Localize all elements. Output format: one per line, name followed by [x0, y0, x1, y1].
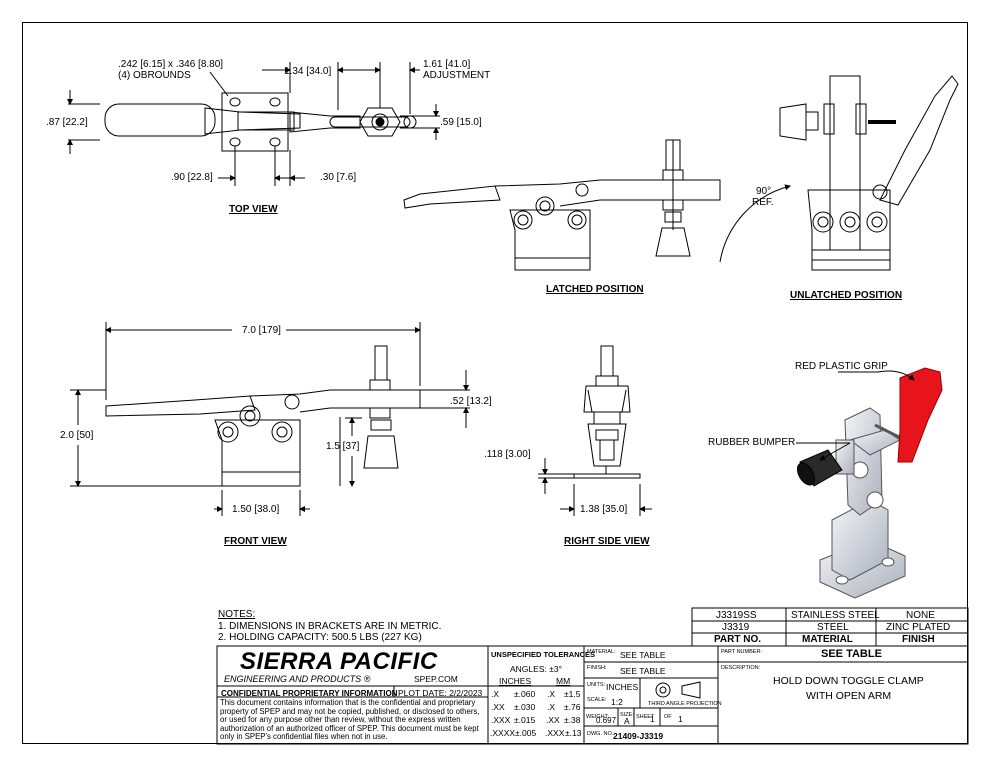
tol-cell: ±.38 [564, 715, 581, 725]
dwg-number: 21409-J3319 [613, 731, 664, 741]
red-grip-label: RED PLASTIC GRIP [795, 361, 888, 372]
header-material: MATERIAL [802, 634, 853, 645]
projection-label: THIRD ANGLE PROJECTION [648, 701, 722, 707]
website: SPEP.COM [414, 674, 458, 684]
size-label: SIZE: [620, 712, 634, 718]
part-row-1-material: STAINLESS STEEL [791, 610, 880, 621]
unlatched-view-drawing [719, 75, 959, 271]
tolerances-title: UNSPECIFIED TOLERANCES [491, 650, 596, 659]
description-line-1: HOLD DOWN TOGGLE CLAMP [773, 675, 924, 687]
ref-label: REF. [752, 197, 774, 208]
dim-70: 7.0 [179] [242, 325, 281, 336]
tol-cell: .XX [546, 715, 560, 725]
right-side-view-label: RIGHT SIDE VIEW [564, 536, 650, 547]
latched-view-drawing [403, 139, 721, 271]
of-label: OF [664, 714, 672, 720]
top-view-label: TOP VIEW [229, 204, 278, 215]
plot-date: PLOT DATE: 2/2/2023 [398, 688, 483, 698]
units-label: UNITS: [587, 682, 606, 688]
obrounds-note: (4) OBROUNDS [118, 70, 191, 81]
units-value: INCHES [606, 682, 639, 692]
dim-059: .59 [15.0] [440, 117, 482, 128]
header-part-no: PART NO. [714, 634, 762, 645]
rubber-bumper-label: RUBBER BUMPER [708, 437, 796, 448]
description-label: DESCRIPTION: [721, 665, 761, 671]
front-view-drawing [70, 322, 470, 516]
angle-label: 90° [756, 186, 772, 197]
latched-position-label: LATCHED POSITION [546, 284, 644, 295]
dim-138: 1.38 [35.0] [580, 504, 628, 515]
dim-118: .118 [3.00] [484, 449, 531, 460]
material-label: MATERIAL: [587, 649, 616, 655]
tol-cell: ±.030 [514, 702, 536, 712]
sheet-value: 1 [650, 714, 655, 724]
tol-cell: .X [547, 702, 556, 712]
tol-cell: .X [547, 689, 556, 699]
size-value: A [624, 716, 630, 726]
dim-150: 1.50 [38.0] [232, 504, 280, 515]
obrounds-dim: .242 [6.15] x .346 [8.80] [118, 59, 224, 70]
tol-mm-header: MM [556, 676, 571, 686]
dim-052: .52 [13.2] [450, 396, 492, 407]
part-number-value: SEE TABLE [821, 648, 882, 660]
front-view-label: FRONT VIEW [224, 536, 287, 547]
part-row-1-part: J3319SS [716, 610, 757, 621]
dim-090: .90 [22.8] [171, 172, 213, 183]
part-row-2-finish: ZINC PLATED [886, 622, 951, 633]
of-value: 1 [678, 714, 683, 724]
tol-cell: .XXX [545, 728, 565, 738]
description-line-2: WITH OPEN ARM [806, 690, 892, 702]
adjustment-label: ADJUSTMENT [423, 70, 491, 81]
tol-cell: ±.015 [514, 715, 536, 725]
tol-cell: .XXXX [490, 728, 516, 738]
top-view-drawing [67, 62, 440, 186]
dim-20: 2.0 [50] [60, 430, 94, 441]
sheet-label: SHEET [636, 714, 655, 720]
part-row-2-material: STEEL [817, 622, 849, 633]
angles-tolerance: ANGLES: ±3° [510, 664, 563, 674]
finish-label: FINISH: [587, 665, 607, 671]
dim-030: .30 [7.6] [320, 172, 357, 183]
part-number-label: PART NUMBER: [721, 649, 762, 655]
title-block-grid [216, 607, 969, 745]
notes-title: NOTES: [218, 609, 256, 620]
dim-15: 1.5 [37] [326, 441, 360, 452]
material-value: SEE TABLE [620, 650, 666, 660]
confidential-title: CONFIDENTIAL PROPRIETARY INFORMATION [221, 689, 398, 698]
tol-inches-header: INCHES [499, 676, 532, 686]
tol-cell: ±.060 [514, 689, 536, 699]
tol-cell: .XX [491, 702, 505, 712]
weight-value: 0.697 [596, 716, 617, 725]
company-subtitle: ENGINEERING AND PRODUCTS ® [224, 674, 371, 684]
tol-cell: .X [491, 689, 500, 699]
dim-134: 1.34 [34.0] [284, 66, 332, 77]
confidential-text: This document contains information that … [220, 698, 480, 742]
tol-cell: ±1.5 [564, 689, 581, 699]
finish-value: SEE TABLE [620, 666, 666, 676]
tol-cell: ±.13 [565, 728, 582, 738]
dim-161: 1.61 [41.0] [423, 59, 471, 70]
part-row-1-finish: NONE [906, 610, 935, 621]
scale-label: SCALE: [587, 697, 607, 703]
note-2: 2. HOLDING CAPACITY: 500.5 LBS (227 KG) [218, 632, 422, 643]
part-row-2-part: J3319 [722, 622, 750, 633]
dwg-label: DWG. NO. [587, 731, 614, 737]
tol-cell: ±.005 [515, 728, 537, 738]
dim-087: .87 [22.2] [46, 117, 88, 128]
isometric-render [796, 367, 943, 599]
weight-label: WEIGHT: [586, 714, 609, 720]
header-finish: FINISH [902, 634, 935, 645]
company-logo: SIERRA PACIFIC [240, 648, 438, 675]
tol-cell: ±.76 [564, 702, 581, 712]
note-1: 1. DIMENSIONS IN BRACKETS ARE IN METRIC. [218, 621, 442, 632]
unlatched-position-label: UNLATCHED POSITION [790, 290, 903, 301]
tol-cell: .XXX [491, 715, 511, 725]
scale-value: 1:2 [611, 697, 623, 707]
right-side-view-drawing [538, 345, 652, 516]
